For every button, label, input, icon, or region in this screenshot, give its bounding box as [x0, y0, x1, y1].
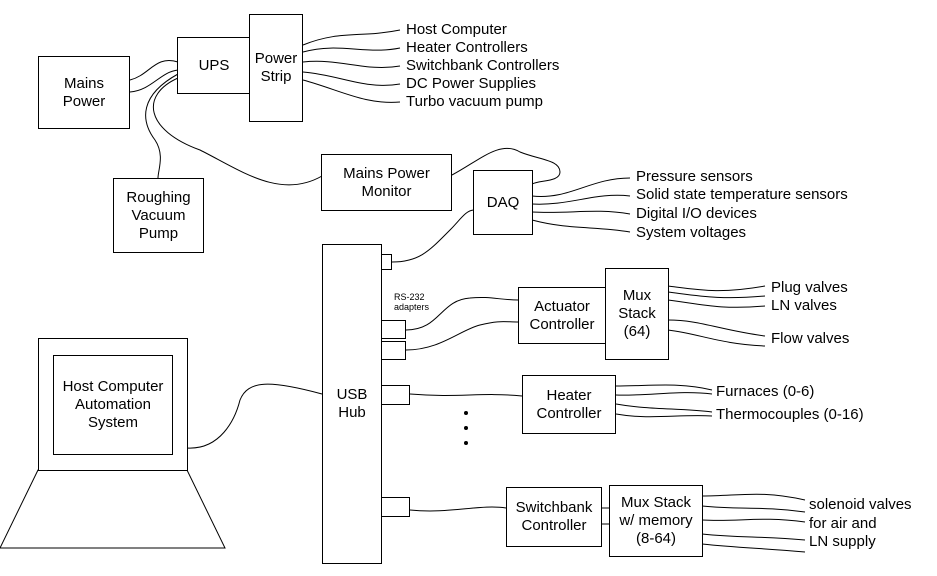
mains-monitor-box: Mains Power Monitor [321, 154, 452, 211]
output-label: Heater Controllers [406, 39, 528, 56]
actuator-controller-box: Actuator Controller [518, 287, 606, 344]
output-label: for air and [809, 515, 877, 532]
switchbank-controller-box: Switchbank Controller [506, 487, 602, 547]
output-label: Switchbank Controllers [406, 57, 560, 74]
output-label: Plug valves [771, 279, 848, 296]
mux-stack-box: Mux Stack (64) [605, 268, 669, 360]
output-label: Turbo vacuum pump [406, 93, 544, 110]
mux-stack-label: Mux Stack (64) [618, 287, 656, 340]
ellipsis-dot [464, 441, 468, 445]
hub-port-actuator-1 [381, 320, 406, 339]
usb-hub-label: USB Hub [336, 386, 368, 421]
hub-port-daq [381, 254, 392, 270]
power-strip-label: Power Strip [254, 50, 298, 85]
heater-controller-label: Heater Controller [536, 386, 602, 422]
output-label: solenoid valves [809, 496, 912, 513]
output-label: Pressure sensors [636, 168, 753, 185]
actuator-controller-label: Actuator Controller [529, 297, 595, 333]
output-label: Digital I/O devices [636, 205, 757, 222]
output-label: LN valves [771, 297, 837, 314]
output-label: DC Power Supplies [406, 75, 537, 92]
daq-box: DAQ [473, 170, 533, 235]
mains-monitor-label: Mains Power Monitor [343, 164, 430, 200]
hub-port-heater [381, 385, 410, 405]
output-label: Furnaces (0-6) [716, 383, 815, 400]
hub-port-actuator-2 [381, 341, 406, 360]
usb-hub-box: USB Hub [322, 244, 382, 564]
switchbank-controller-label: Switchbank Controller [515, 499, 593, 534]
output-label: Solid state temperature sensors [636, 186, 848, 203]
roughing-pump-label: Roughing Vacuum Pump [126, 188, 191, 242]
ups-box: UPS [177, 37, 251, 94]
hub-port-switchbank [381, 497, 410, 517]
ups-label: UPS [198, 56, 230, 74]
host-computer-label: Host Computer Automation System [62, 377, 164, 431]
mux-memory-box: Mux Stack w/ memory (8-64) [609, 485, 703, 557]
rs232-label: RS-232 adapters [394, 292, 430, 312]
daq-label: DAQ [486, 193, 520, 211]
ellipsis-dot [464, 426, 468, 430]
laptop-screen: Host Computer Automation System [38, 338, 188, 471]
mains-power-label: Mains Power [62, 74, 106, 110]
heater-controller-box: Heater Controller [522, 375, 616, 434]
host-computer-box: Host Computer Automation System [53, 354, 173, 455]
power-strip-box: Power Strip [249, 14, 303, 122]
output-label: Host Computer [406, 21, 507, 38]
output-label: Thermocouples (0-16) [716, 406, 864, 423]
ellipsis-dot [464, 411, 468, 415]
output-label: System voltages [636, 224, 747, 241]
output-label: Flow valves [771, 330, 850, 347]
output-label: LN supply [809, 533, 876, 550]
mains-power-box: Mains Power [38, 56, 130, 129]
mux-memory-label: Mux Stack w/ memory (8-64) [619, 494, 693, 547]
roughing-pump-box: Roughing Vacuum Pump [113, 178, 204, 253]
